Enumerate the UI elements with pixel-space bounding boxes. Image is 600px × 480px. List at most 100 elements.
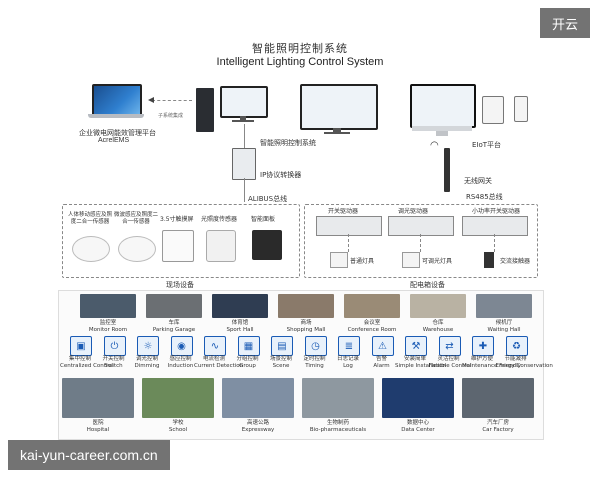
function-label-cn: 感应控制: [169, 356, 192, 362]
function-icon: ◷: [304, 336, 327, 356]
dimming-module-device: [388, 216, 454, 236]
distribution-label: 配电箱设备: [410, 281, 445, 289]
function-label-cn: 安装简单: [403, 356, 426, 362]
switch-module-label: 开关驱动器: [328, 208, 359, 215]
function-label-cn: 日志记录: [336, 356, 359, 362]
smart-panel-label: 智能面板: [251, 216, 276, 223]
function-label-cn: 调光控制: [135, 356, 158, 362]
scene-label-cn: 体育馆: [231, 320, 249, 326]
pc-monitor: [220, 86, 268, 122]
integration-arrow-line: [152, 100, 192, 101]
function-label-en: Timing: [305, 363, 324, 369]
dim-lamp-icon: [402, 252, 420, 268]
watermark-url-badge: kai-yun-career.com.cn: [8, 440, 170, 470]
function-icon: ▦: [237, 336, 260, 356]
industry-label-cn: 数据中心: [406, 420, 429, 426]
watermark-badge: 开云: [540, 8, 590, 38]
function-label-en: Centralized Control: [60, 363, 113, 369]
normal-lamp-icon: [330, 252, 348, 268]
watermark-text: 开云: [551, 17, 578, 33]
industry-photo: [222, 378, 294, 418]
function-label-en: Simple Installation: [395, 363, 446, 369]
function-icon: ⚒: [405, 336, 427, 356]
ems-laptop: [88, 84, 144, 118]
eiot-label: EIoT平台: [472, 141, 502, 149]
industry-label-en: Car Factory: [482, 427, 514, 433]
industry-label-en: School: [168, 427, 188, 433]
scene-label-en: Sport Hall: [226, 327, 254, 333]
function-icon: ⇄: [438, 336, 461, 356]
function-label-en: Current Detection: [194, 363, 244, 369]
industry-photo: [62, 378, 134, 418]
industry-label-en: Bio-pharmaceuticals: [309, 427, 367, 433]
tablet: [482, 96, 504, 124]
center-monitor: [300, 84, 378, 134]
scene-photo: [344, 294, 400, 318]
pc-to-converter-line: [244, 124, 245, 150]
switch-module-device: [316, 216, 382, 236]
scene-label-en: Monitor Room: [88, 327, 128, 333]
eiot-imac: [410, 84, 476, 136]
scene-label-en: Conference Room: [347, 327, 397, 333]
sensor2-device: [118, 236, 156, 262]
ip-converter-label: IP协议转换器: [260, 171, 302, 179]
function-label-en: Switch: [104, 363, 123, 369]
industry-label-en: Data Center: [401, 427, 435, 433]
function-label-cn: 分组控制: [236, 356, 259, 362]
function-icon: ◉: [170, 336, 193, 356]
ip-converter-device: [232, 148, 256, 180]
function-icon: ⏻: [103, 336, 126, 356]
scene-photo: [476, 294, 532, 318]
function-label-en: Log: [343, 363, 353, 369]
industry-label-cn: 生物制药: [326, 420, 349, 426]
scene-label-en: Waiting Hall: [487, 327, 521, 333]
phone: [514, 96, 528, 122]
function-label-cn: 集中控制: [68, 356, 91, 362]
normal-lamp-label: 普通灯具: [350, 258, 375, 265]
function-icon: ∿: [204, 336, 226, 356]
industry-label-cn: 汽车厂房: [486, 420, 509, 426]
function-label-en: Scene: [272, 363, 290, 369]
industry-photo: [302, 378, 374, 418]
function-label-cn: 定时控制: [303, 356, 326, 362]
sensor1-label: 人体移动感应及照度二合一传感器: [67, 212, 112, 225]
contactor-icon: [484, 252, 494, 268]
lighting-system-label: 智能照明控制系统: [260, 139, 316, 147]
alibus-label: ALIBUS总线: [248, 195, 288, 203]
wireless-gateway-label: 无线网关: [464, 177, 492, 185]
diagram-title-en: Intelligent Lighting Control System: [216, 56, 384, 68]
industry-photo: [382, 378, 454, 418]
function-label-cn: 开关控制: [102, 356, 125, 362]
function-label-en: Maintenance Friendly: [462, 363, 521, 369]
scene-photo: [212, 294, 268, 318]
function-label-cn: 节能减排: [504, 356, 527, 362]
function-icon: ⚠: [371, 336, 394, 356]
scene-label-cn: 仓库: [432, 320, 444, 326]
scene-photo: [80, 294, 136, 318]
scene-photo: [410, 294, 466, 318]
dim-to-lamp-line: [420, 234, 421, 252]
function-label-cn: 场景控制: [269, 356, 292, 362]
ems-label-en: AcrelEMS: [98, 137, 130, 144]
integration-label: 子系统集成: [158, 113, 184, 119]
scene-label-cn: 商场: [300, 320, 312, 326]
touchscreen-label: 3.5寸触摸屏: [160, 216, 194, 223]
scene-label-cn: 会议室: [363, 320, 381, 326]
scene-photo: [278, 294, 334, 318]
small-module-device: [462, 216, 528, 236]
field-devices-panel: [62, 204, 300, 278]
